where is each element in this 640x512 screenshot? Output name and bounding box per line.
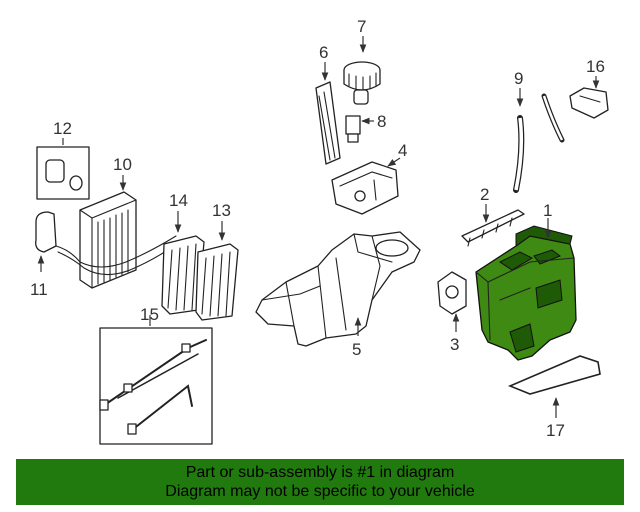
callout-15: 15 bbox=[140, 305, 159, 324]
part-16-bracket[interactable] bbox=[569, 87, 609, 119]
callout-9: 9 bbox=[514, 69, 523, 88]
part-7-blower-motor[interactable] bbox=[343, 61, 381, 105]
callout-11: 11 bbox=[30, 280, 48, 299]
part-13-core[interactable] bbox=[195, 243, 239, 321]
part-1-hvac-housing[interactable] bbox=[475, 225, 577, 361]
callout-6: 6 bbox=[319, 43, 328, 62]
callout-8: 8 bbox=[377, 112, 386, 131]
callout-2: 2 bbox=[480, 185, 489, 204]
part-15-hose-kit[interactable] bbox=[99, 327, 213, 445]
banner-line-1: Part or sub-assembly is #1 in diagram bbox=[185, 464, 455, 481]
part-17-gasket[interactable] bbox=[507, 355, 601, 395]
part-11-seal[interactable] bbox=[35, 211, 181, 276]
callout-3: 3 bbox=[450, 335, 459, 354]
callout-4: 4 bbox=[398, 141, 407, 160]
callout-10: 10 bbox=[113, 155, 132, 174]
part-12-expansion-valve[interactable] bbox=[36, 146, 90, 200]
callout-16: 16 bbox=[586, 57, 605, 76]
part-4-actuator[interactable] bbox=[331, 161, 399, 215]
part-10-evaporator[interactable] bbox=[79, 191, 137, 289]
callout-17: 17 bbox=[546, 421, 565, 440]
part-14-heater-core[interactable] bbox=[161, 235, 205, 315]
callout-14: 14 bbox=[169, 191, 188, 210]
callout-1: 1 bbox=[543, 201, 552, 220]
callout-5: 5 bbox=[352, 340, 361, 359]
callout-13: 13 bbox=[212, 201, 231, 220]
parts-diagram: 7 6 8 4 9 16 12 bbox=[30, 17, 609, 445]
part-3-actuator-motor[interactable] bbox=[437, 271, 467, 315]
info-banner: Part or sub-assembly is #1 in diagram Di… bbox=[16, 459, 624, 505]
callout-12: 12 bbox=[53, 119, 72, 138]
part-6-cabin-filter[interactable] bbox=[315, 81, 341, 165]
callout-7: 7 bbox=[357, 17, 366, 36]
part-2-seal-strip[interactable] bbox=[461, 209, 525, 247]
part-8-blower-resistor[interactable] bbox=[345, 115, 361, 143]
part-5-heater-case[interactable] bbox=[255, 231, 421, 347]
banner-line-2: Diagram may not be specific to your vehi… bbox=[165, 483, 475, 500]
part-9-drain-hose[interactable] bbox=[513, 93, 565, 193]
